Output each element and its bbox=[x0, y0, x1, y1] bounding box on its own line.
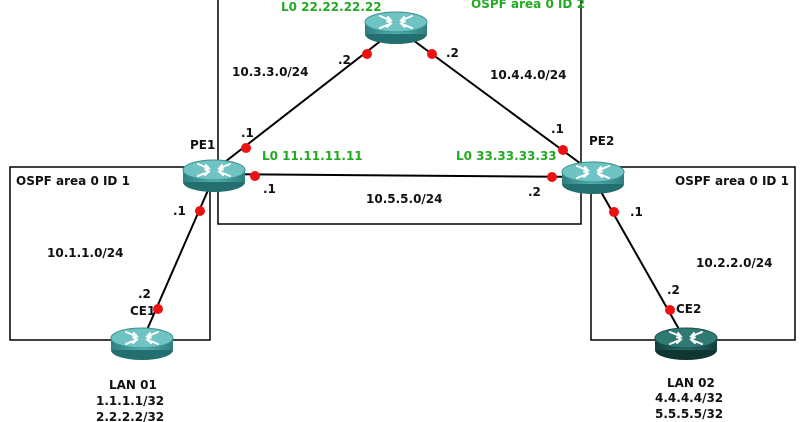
subnet-label-p-pe2: 10.4.4.0/24 bbox=[490, 68, 567, 82]
host-label: .1 bbox=[630, 205, 643, 219]
subnet-label-pe1-ce1: 10.1.1.0/24 bbox=[47, 246, 124, 260]
router-ce2[interactable] bbox=[654, 327, 718, 360]
port-pe1-to-ce1 bbox=[195, 206, 205, 216]
host-label: .1 bbox=[241, 126, 254, 140]
port-ce2-to-pe2 bbox=[665, 305, 675, 315]
port-ce1-to-pe1 bbox=[153, 304, 163, 314]
lan-route-ce2: 4.4.4.4/32 bbox=[655, 391, 723, 405]
ospf-area-box-left bbox=[9, 166, 211, 341]
port-pe2-to-ce2 bbox=[609, 207, 619, 217]
host-label: .1 bbox=[263, 182, 276, 196]
port-pe2-to-pe1 bbox=[547, 172, 557, 182]
host-label: .2 bbox=[528, 185, 541, 199]
lan-route-ce1: 2.2.2.2/32 bbox=[96, 410, 164, 422]
lan-name-ce1: LAN 01 bbox=[109, 378, 157, 392]
router-pe2[interactable] bbox=[561, 161, 625, 194]
host-label: .2 bbox=[667, 283, 680, 297]
host-label: .2 bbox=[446, 46, 459, 60]
router-name-pe1: PE1 bbox=[190, 138, 215, 152]
subnet-label-pe1-pe2: 10.5.5.0/24 bbox=[366, 192, 443, 206]
port-pe2-to-p bbox=[558, 145, 568, 155]
router-p[interactable] bbox=[364, 11, 428, 44]
loopback-label-p: L0 22.22.22.22 bbox=[281, 0, 382, 14]
host-label: .1 bbox=[173, 204, 186, 218]
lan-route-ce2: 5.5.5.5/32 bbox=[655, 407, 723, 421]
lan-route-ce1: 1.1.1.1/32 bbox=[96, 394, 164, 408]
lan-name-ce2: LAN 02 bbox=[667, 376, 715, 390]
port-p-to-pe1 bbox=[362, 49, 372, 59]
router-pe1[interactable] bbox=[182, 159, 246, 192]
port-pe1-to-p bbox=[241, 143, 251, 153]
host-label: .2 bbox=[138, 287, 151, 301]
host-label: .2 bbox=[338, 53, 351, 67]
area-label-left: OSPF area 0 ID 1 bbox=[16, 174, 130, 188]
area-label-right: OSPF area 0 ID 1 bbox=[675, 174, 789, 188]
link-pe1-pe2 bbox=[213, 173, 593, 178]
router-name-pe2: PE2 bbox=[589, 134, 614, 148]
loopback-label-pe2: L0 33.33.33.33 bbox=[456, 149, 557, 163]
router-name-ce1: CE1 bbox=[130, 304, 155, 318]
router-name-ce2: CE2 bbox=[676, 302, 701, 316]
port-p-to-pe2 bbox=[427, 49, 437, 59]
loopback-label-pe1: L0 11.11.11.11 bbox=[262, 149, 363, 163]
router-ce1[interactable] bbox=[110, 327, 174, 360]
host-label: .1 bbox=[551, 122, 564, 136]
area-label-backbone: OSPF area 0 ID 2 bbox=[471, 0, 585, 11]
port-pe1-to-pe2 bbox=[250, 171, 260, 181]
subnet-label-pe2-ce2: 10.2.2.0/24 bbox=[696, 256, 773, 270]
subnet-label-pe1-p: 10.3.3.0/24 bbox=[232, 65, 309, 79]
ospf-area-box-backbone bbox=[217, 0, 582, 225]
